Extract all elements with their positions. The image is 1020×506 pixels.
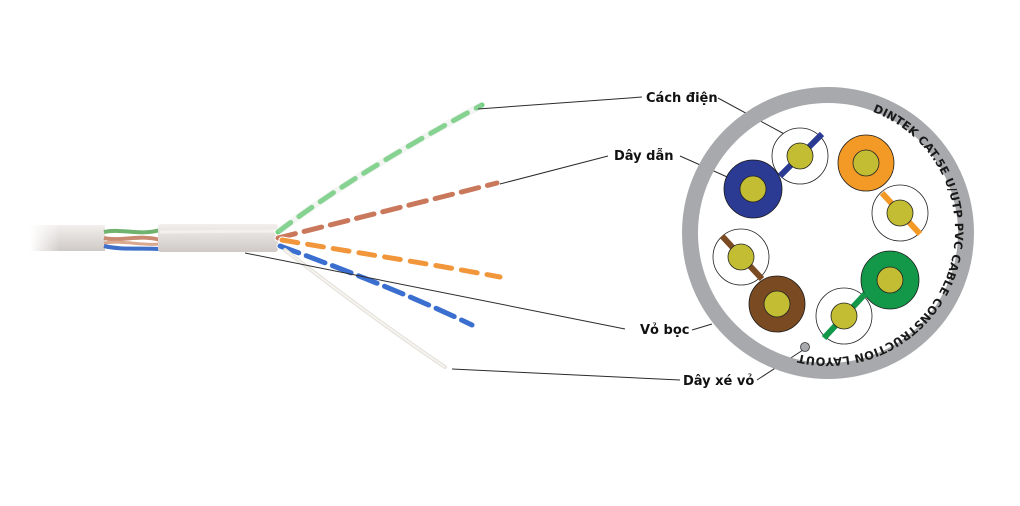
- leader-jacket-left: [244, 252, 626, 330]
- core-blue: [723, 159, 783, 219]
- core-white-green: [815, 287, 873, 345]
- core-white-blue: [771, 127, 829, 185]
- core-green: [860, 250, 920, 310]
- ripcord-dot: [800, 342, 810, 352]
- wire-pair-green: [274, 101, 486, 236]
- core-orange: [837, 134, 895, 192]
- label-ripcord: Dây xé vỏ: [683, 374, 754, 389]
- ripcord-wire: [283, 248, 447, 369]
- cable-cross-section: DINTEK CAT.5E U/UTP PVC CABLE CONSTRUCTI…: [682, 87, 974, 379]
- exposed-pairs: [103, 228, 161, 251]
- core-white-brown: [712, 228, 770, 286]
- cable-illustration: [30, 101, 504, 369]
- leader-ripcord-left: [451, 368, 681, 381]
- cable-jacket-middle: [158, 224, 278, 252]
- core-brown: [748, 275, 806, 333]
- leader-jacket-right: [691, 323, 713, 331]
- outer-jacket-ring: [682, 87, 974, 379]
- core-white-orange: [871, 184, 929, 242]
- wire-pair-orange: [278, 236, 504, 281]
- leader-conductor-left: [499, 155, 609, 185]
- label-jacket: Vỏ bọc: [640, 323, 689, 338]
- wire-pair-brown: [274, 179, 501, 242]
- label-insulation: Cách điện: [646, 91, 718, 106]
- wire-pair-blue: [276, 242, 476, 329]
- leader-insulation-left: [477, 96, 643, 110]
- label-conductor: Dây dẫn: [614, 149, 674, 164]
- leader-lines: [244, 96, 804, 381]
